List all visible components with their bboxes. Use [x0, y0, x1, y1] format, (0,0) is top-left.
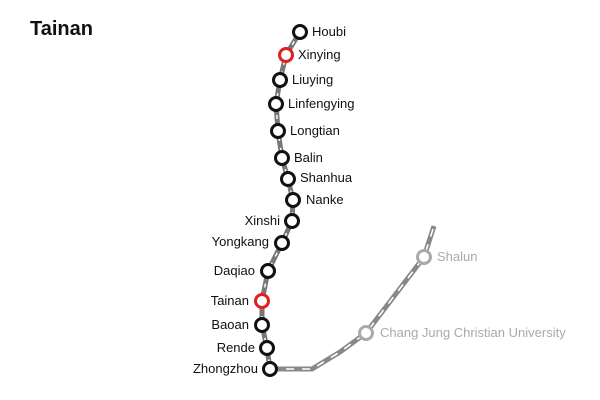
- station-zhongzhou[interactable]: [262, 361, 278, 377]
- station-baoan[interactable]: [254, 317, 270, 333]
- station-xinshi[interactable]: [284, 213, 300, 229]
- station-yongkang[interactable]: [274, 235, 290, 251]
- label-daqiao[interactable]: Daqiao: [213, 263, 255, 278]
- label-xinshi[interactable]: Xinshi: [244, 213, 280, 228]
- label-changjung[interactable]: Chang Jung Christian University: [380, 325, 566, 340]
- station-houbi[interactable]: [292, 24, 308, 40]
- label-houbi[interactable]: Houbi: [312, 24, 346, 39]
- station-balin[interactable]: [274, 150, 290, 166]
- station-liuying[interactable]: [272, 72, 288, 88]
- label-liuying[interactable]: Liuying: [292, 72, 334, 87]
- label-tainan[interactable]: Tainan: [210, 293, 249, 308]
- label-zhongzhou[interactable]: Zhongzhou: [192, 361, 258, 376]
- label-nanke[interactable]: Nanke: [306, 192, 344, 207]
- shalun-branch-track: [270, 225, 437, 372]
- station-nanke[interactable]: [285, 192, 301, 208]
- label-baoan[interactable]: Baoan: [211, 317, 249, 332]
- station-longtian[interactable]: [270, 123, 286, 139]
- label-yongkang[interactable]: Yongkang: [211, 234, 269, 249]
- label-balin[interactable]: Balin: [294, 150, 323, 165]
- station-xinying[interactable]: [278, 47, 294, 63]
- label-shanhua[interactable]: Shanhua: [300, 170, 353, 185]
- label-rende[interactable]: Rende: [216, 340, 255, 355]
- station-shalun[interactable]: [416, 249, 432, 265]
- station-changjung[interactable]: [358, 325, 374, 341]
- map-title: Tainan: [30, 18, 93, 40]
- stations: [254, 24, 432, 377]
- station-linfengying[interactable]: [268, 96, 284, 112]
- station-daqiao[interactable]: [260, 263, 276, 279]
- label-longtian[interactable]: Longtian: [290, 123, 340, 138]
- station-shanhua[interactable]: [280, 171, 296, 187]
- label-xinying[interactable]: Xinying: [298, 47, 341, 62]
- station-rende[interactable]: [259, 340, 275, 356]
- label-shalun[interactable]: Shalun: [437, 249, 478, 264]
- station-tainan[interactable]: [254, 293, 270, 309]
- label-linfengying[interactable]: Linfengying: [288, 96, 355, 111]
